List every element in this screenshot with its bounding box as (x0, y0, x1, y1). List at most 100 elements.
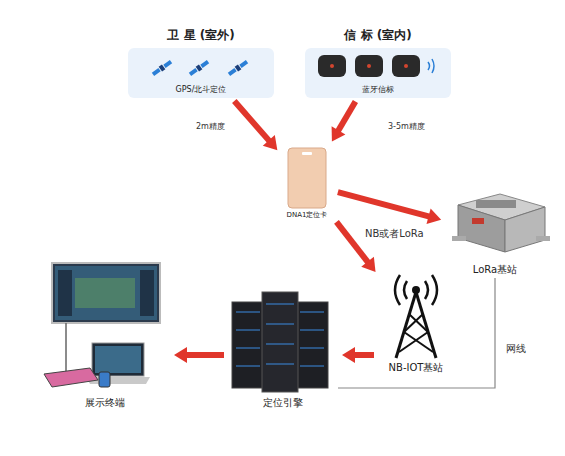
server-rack (232, 302, 264, 388)
beacon-device (318, 55, 346, 77)
cable-line (338, 278, 495, 388)
card-slot (302, 152, 312, 155)
server-rack (296, 302, 328, 388)
node-label: LoRa基站 (445, 264, 545, 276)
screen-panel (58, 270, 72, 316)
connector (332, 101, 356, 141)
node-label: NB-IOT基站 (378, 362, 454, 374)
connector (234, 101, 277, 150)
satellite-panel-wing (228, 68, 237, 76)
server-lights (236, 304, 324, 366)
server-rack (262, 292, 298, 392)
laptop-screen (95, 346, 141, 373)
signal-arc (432, 59, 434, 73)
edge-label: 2m精度 (196, 122, 225, 132)
satellite-icon (151, 59, 172, 77)
node-label: DNA1定位卡 (280, 211, 334, 219)
diagram-node: 定位引擎 (228, 285, 338, 413)
edge-label: 网线 (506, 343, 526, 355)
arrow-head (174, 347, 187, 363)
server-light (266, 364, 294, 365)
arrow-shaft (353, 352, 374, 358)
arrow-shaft (336, 222, 368, 264)
diagram-node: DNA1定位卡 (280, 145, 334, 223)
node-label: 蓝牙信标 (305, 85, 451, 95)
server-light (300, 312, 324, 313)
arrow-shaft (337, 101, 355, 132)
lora-badge (472, 218, 484, 224)
server-light (300, 330, 324, 331)
screen-panel (140, 270, 154, 316)
tower-brace (409, 314, 428, 332)
satellite-panel-wing (152, 68, 161, 76)
beacon-led (367, 64, 371, 68)
satellite-panel-wing (200, 60, 209, 68)
beacon-panel (305, 48, 451, 98)
node-label: 展示终端 (40, 397, 170, 409)
signal-arc (428, 62, 430, 70)
signal-arc (404, 281, 407, 299)
satellite-panel-wing (163, 60, 172, 68)
lora-lid (476, 200, 516, 208)
connector (342, 347, 374, 363)
signal-arc (425, 281, 428, 299)
monitor-frame (52, 263, 160, 323)
screen-map (75, 278, 135, 308)
lora-side (505, 207, 545, 252)
monitor-cable (65, 323, 67, 372)
arrow-head (332, 126, 346, 141)
lora-front (458, 205, 505, 252)
connector (338, 192, 441, 224)
signal-arc (432, 275, 437, 305)
lora-flange (452, 236, 466, 241)
connector (174, 347, 224, 363)
beacon-device (392, 55, 420, 77)
lora-flange (536, 236, 550, 241)
phone (99, 372, 110, 387)
diagram-node: 信 标 (室内)蓝牙信标 (305, 28, 451, 98)
tower-brace (399, 332, 428, 352)
satellite-icon (188, 59, 209, 77)
node-label: 卫 星 (室外) (128, 28, 274, 42)
edge-label: NB或者LoRa (365, 228, 424, 240)
arrow-shaft (185, 352, 224, 358)
satellite-icon (227, 59, 248, 77)
server-light (236, 366, 260, 367)
server-light (300, 366, 324, 367)
connector (338, 278, 495, 388)
arrow-shaft (234, 101, 270, 142)
arrow-head (263, 135, 278, 150)
server-light (236, 348, 260, 349)
server-light (236, 312, 260, 313)
arrow-head (361, 257, 375, 272)
tablet (44, 368, 98, 387)
tower-brace (404, 332, 433, 352)
diagram-node: NB-IOT基站 (378, 272, 454, 376)
satellite-panel-wing (239, 60, 248, 68)
arrow-shaft (338, 192, 431, 217)
server-light (266, 324, 294, 325)
beacon-led (404, 64, 408, 68)
diagram-node: 展示终端 (40, 262, 170, 412)
diagram-node: LoRa基站 (445, 190, 545, 278)
laptop-screen-frame (92, 343, 144, 376)
server-light (300, 348, 324, 349)
server-light (236, 330, 260, 331)
satellite-panel-wing (189, 68, 198, 76)
server-light (266, 304, 294, 305)
signal-arc (395, 275, 400, 305)
locator-card (288, 148, 326, 208)
monitor-screen (55, 266, 157, 320)
node-label: GPS/北斗定位 (128, 85, 274, 95)
edge-label: 3-5m精度 (388, 122, 425, 132)
arrow-head (427, 209, 442, 224)
satellite-panel (128, 48, 274, 98)
diagram-node: 卫 星 (室外) GPS/北斗定位 (128, 28, 274, 98)
server-light (266, 344, 294, 345)
tower-brace (404, 314, 423, 332)
node-label: 定位引擎 (228, 397, 338, 409)
arrow-head (342, 347, 355, 363)
